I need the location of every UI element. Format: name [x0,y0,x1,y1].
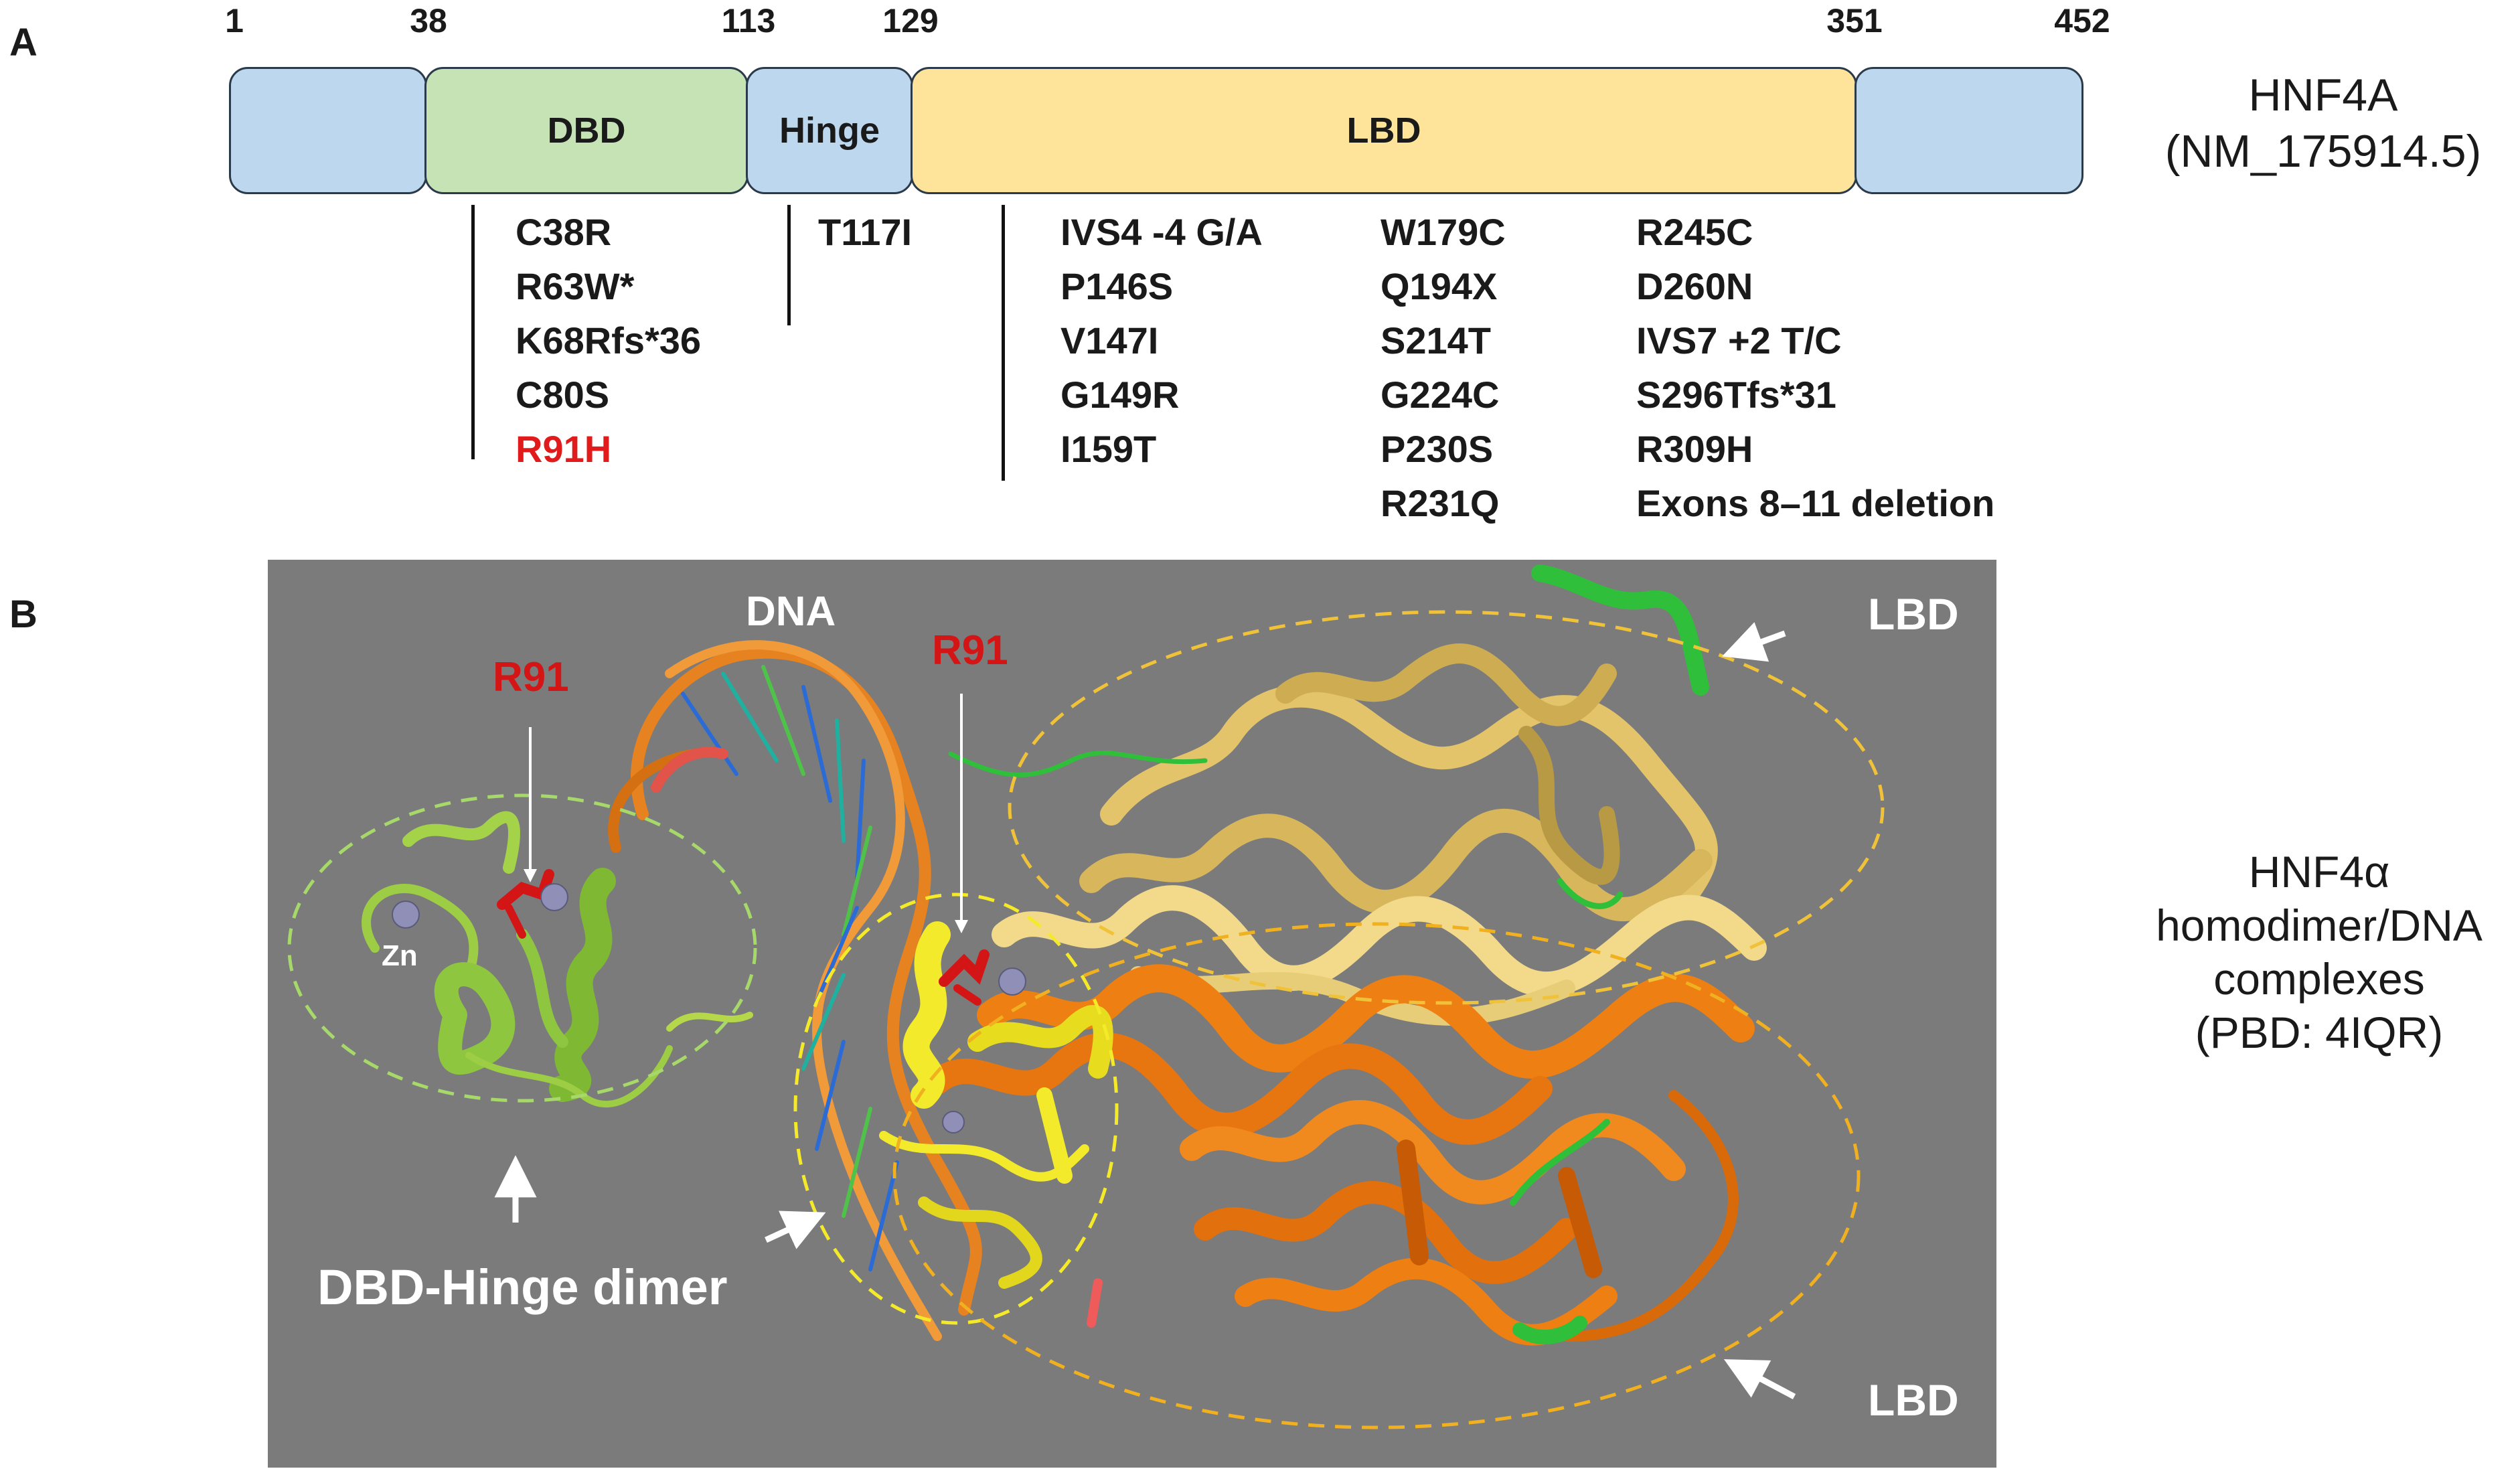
mutation-item: S214T [1381,319,1491,362]
lbd-top-ellipse [1008,610,1885,1005]
lbd-bottom-ellipse [892,922,1861,1429]
mutation-item: G149R [1060,374,1180,416]
dbd-left-ellipse [287,793,757,1103]
complex-caption: HNF4α homodimer/DNA complexes (PBD: 4IQR… [2145,845,2493,1059]
dbd-domain: DBD [424,67,749,194]
r91-residues [497,869,990,1006]
position-38: 38 [410,2,447,40]
hinge-domain-label: Hinge [779,110,880,151]
dbd-mid-cartoon [879,921,1113,1289]
position-113: 113 [721,2,776,40]
dbd-mutation-bracket [471,205,475,459]
complex-caption-line: HNF4α [2248,847,2390,897]
mutation-item: Q194X [1381,265,1498,307]
gene-name: HNF4A [2248,70,2398,121]
lbd-mutation-list-1: IVS4 -4 G/A P146S V147I G149R I159T [1060,205,1263,476]
mutation-item: C38R [516,211,612,253]
mutation-item: P146S [1060,265,1174,307]
lbd-mutation-bracket [1002,205,1005,481]
mutation-item: K68Rfs*36 [516,319,702,362]
r91-label-left: R91 [493,654,569,700]
lbd-mutation-list-3: R245C D260N IVS7 +2 T/C S296Tfs*31 R309H… [1636,205,1994,530]
hinge-mutation-list: T117I [818,205,912,259]
mutation-item: T117I [818,211,913,253]
dimer-label: DBD-Hinge dimer [317,1259,728,1315]
mutation-item: S296Tfs*31 [1636,374,1836,416]
lbd-domain-label: LBD [1346,110,1421,151]
position-351: 351 [1826,2,1883,40]
mutation-item: R63W* [516,265,635,307]
mutation-item: V147I [1060,319,1159,362]
annotation-arrows [494,622,1796,1399]
dbd-left-cartoon [362,811,753,1107]
mutation-item: IVS4 -4 G/A [1060,211,1263,253]
lbd-top-cartoon [992,643,1767,1026]
ligand-top [948,564,1709,909]
structure-image: DNA R91 R91 Zn LBD LBD DBD-Hinge dimer [268,560,1996,1468]
mutation-item: IVS7 +2 T/C [1636,319,1842,362]
mutation-item: P230S [1381,428,1494,470]
complex-caption-line: homodimer/DNA [2156,901,2483,950]
c-terminal-segment [1855,67,2083,194]
dbd-domain-label: DBD [547,110,626,151]
mutation-item: R245C [1636,211,1753,253]
structure-illustration: DNA R91 R91 Zn LBD LBD DBD-Hinge dimer [287,564,1959,1429]
panel-b-label: B [9,593,37,636]
position-129: 129 [882,2,939,40]
mutation-item: W179C [1381,211,1506,253]
dna-helix [608,640,1103,1341]
panel-a-label: A [9,21,37,64]
lbd-domain: LBD [911,67,1857,194]
dna-label: DNA [746,589,836,635]
gene-accession: (NM_175914.5) [2164,126,2482,177]
hinge-domain: Hinge [746,67,913,194]
lbd-mutation-list-2: W179C Q194X S214T G224C P230S R231Q [1381,205,1506,530]
r91-label-mid: R91 [932,627,1008,674]
dbd-mutation-list: C38R R63W* K68Rfs*36 C80S R91H [516,205,701,476]
mutation-item: R231Q [1381,482,1500,524]
zinc-ions [392,883,1026,1134]
gene-name-block: HNF4A (NM_175914.5) [2149,67,2497,179]
mutation-item: D260N [1636,265,1753,307]
complex-caption-line: complexes [2213,954,2425,1004]
dbd-mid-ellipse [793,892,1119,1325]
position-1: 1 [225,2,244,40]
mutation-item: G224C [1381,374,1500,416]
n-terminal-segment [229,67,427,194]
lbd-bottom-label: LBD [1868,1375,1959,1425]
mutation-item: R309H [1636,428,1753,470]
lbd-top-label: LBD [1868,589,1959,639]
zn-label: Zn [382,939,418,972]
complex-caption-line: (PBD: 4IQR) [2195,1008,2444,1057]
mutation-item: C80S [516,374,610,416]
mutation-item: Exons 8–11 deletion [1636,482,1995,524]
position-452: 452 [2054,2,2110,40]
mutation-item: I159T [1060,428,1157,470]
ligand-bottom [1510,1119,1610,1344]
mutation-item-highlighted: R91H [516,428,612,470]
hinge-mutation-bracket [787,205,791,325]
